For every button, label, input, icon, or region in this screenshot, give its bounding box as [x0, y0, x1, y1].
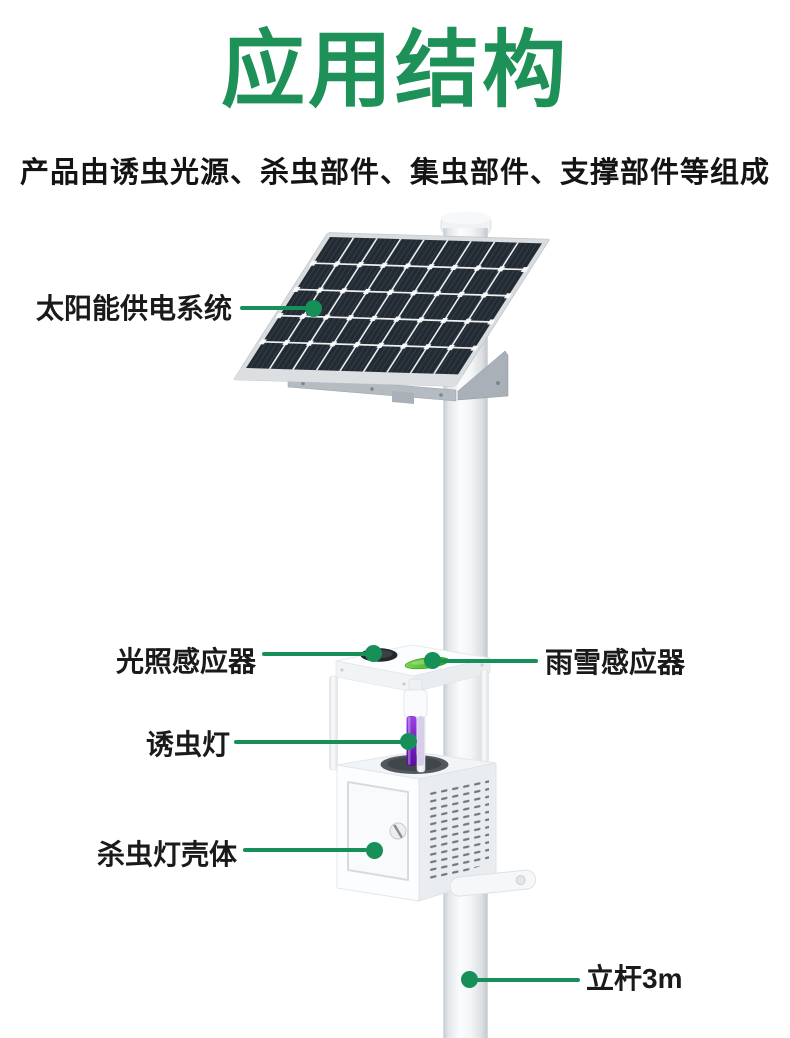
callout-label-killer-housing: 杀虫灯壳体 [97, 839, 238, 870]
uv-lamp [403, 678, 428, 773]
solar-panel [233, 232, 550, 387]
support-rod-left [329, 675, 338, 771]
callout-label-rain-snow-sensor: 雨雪感应器 [545, 647, 686, 678]
callout-dot-solar-power-system [305, 300, 322, 317]
callout-line-rain-snow-sensor [439, 659, 538, 663]
callout-dot-pole-3m [461, 971, 478, 988]
page-subtitle: 产品由诱虫光源、杀虫部件、集虫部件、支撑部件等组成 [19, 157, 770, 189]
support-rod-right [480, 669, 489, 765]
housing-door [347, 781, 409, 881]
callout-label-light-sensor: 光照感应器 [116, 646, 257, 677]
callout-line-pole-3m [476, 978, 580, 982]
housing-box [336, 751, 497, 902]
callout-line-solar-power-system [240, 306, 308, 310]
callout-label-pole-3m: 立杆3m [586, 963, 683, 994]
mount-flange [449, 869, 537, 897]
callout-dot-insect-lamp [400, 733, 417, 750]
callout-dot-light-sensor [365, 645, 382, 662]
callout-dot-rain-snow-sensor [424, 652, 441, 669]
callout-line-light-sensor [262, 652, 368, 656]
callout-line-insect-lamp [234, 740, 402, 744]
callout-line-killer-housing [243, 848, 367, 852]
vent-grille [427, 779, 489, 885]
callout-label-solar-power-system: 太阳能供电系统 [36, 293, 233, 324]
callout-label-insect-lamp: 诱虫灯 [146, 729, 231, 760]
callout-dot-killer-housing [366, 842, 383, 859]
page-title: 应用结构 [220, 23, 569, 117]
